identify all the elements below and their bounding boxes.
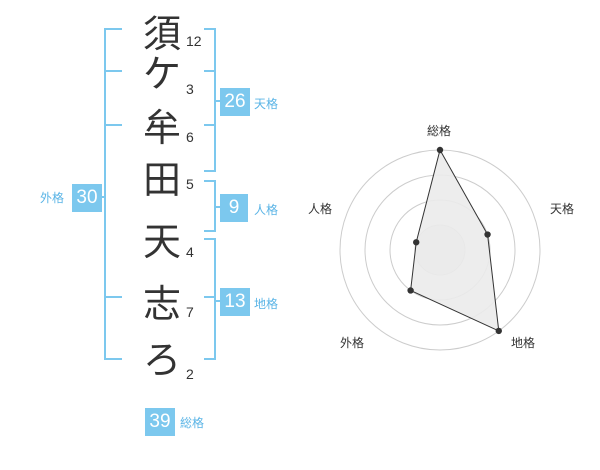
- radar-axis-label-tenkaku: 天格: [550, 202, 575, 216]
- soukaku-value: 39: [145, 408, 175, 436]
- tenkaku-connector: [216, 100, 222, 102]
- radar-axis-label-chikaku: 地格: [511, 336, 536, 350]
- stroke-count-2: 3: [186, 81, 194, 97]
- radar-points: [407, 146, 502, 335]
- radar-polygon: [410, 148, 500, 332]
- jinkaku-value: 9: [220, 194, 248, 222]
- radar-point: [436, 146, 444, 154]
- radar-point: [484, 231, 491, 238]
- name-char-4: 田: [142, 158, 181, 202]
- soukaku-label: 総格: [180, 416, 205, 430]
- stroke-count-7: 2: [186, 366, 194, 382]
- name-char-6: 志: [142, 282, 181, 326]
- chikaku-connector: [216, 300, 222, 302]
- jinkaku-bracket: [204, 180, 216, 232]
- tenkaku-bracket-tick: [204, 70, 216, 72]
- tenkaku-label: 天格: [254, 97, 279, 111]
- name-char-1: 須: [142, 12, 181, 56]
- stroke-count-6: 7: [186, 304, 194, 320]
- gaikaku-bracket-tick: [104, 124, 122, 126]
- tenkaku-bracket: [204, 28, 216, 172]
- stroke-count-4: 5: [186, 176, 194, 192]
- name-char-3: 牟: [142, 106, 181, 150]
- gaikaku-bracket: [104, 28, 122, 360]
- gaikaku-bracket-tick: [104, 296, 122, 298]
- name-char-2: ケ: [142, 52, 181, 96]
- radar-point: [407, 287, 414, 294]
- name-char-7: ろ: [142, 338, 181, 382]
- gaikaku-label: 外格: [40, 191, 65, 205]
- gaikaku-value: 30: [72, 184, 102, 212]
- radar-point: [413, 239, 420, 246]
- jinkaku-label: 人格: [254, 203, 279, 217]
- radar-axis-label-jinkaku: 人格: [308, 202, 333, 216]
- chikaku-label: 地格: [254, 297, 279, 311]
- stroke-count-1: 12: [186, 33, 202, 49]
- stroke-count-5: 4: [186, 244, 194, 260]
- chikaku-bracket-tick: [204, 296, 216, 298]
- radar-axis-label-gaikaku: 外格: [340, 336, 365, 350]
- jinkaku-connector: [216, 206, 222, 208]
- stroke-count-3: 6: [186, 129, 194, 145]
- chikaku-bracket: [204, 238, 216, 360]
- tenkaku-bracket-tick: [204, 124, 216, 126]
- radar-axis-label-soukaku: 総格: [427, 124, 452, 138]
- tenkaku-value: 26: [220, 88, 250, 116]
- chikaku-value: 13: [220, 288, 250, 316]
- name-char-5: 天: [142, 220, 181, 264]
- radar-point: [495, 327, 502, 335]
- gaikaku-bracket-tick: [104, 70, 122, 72]
